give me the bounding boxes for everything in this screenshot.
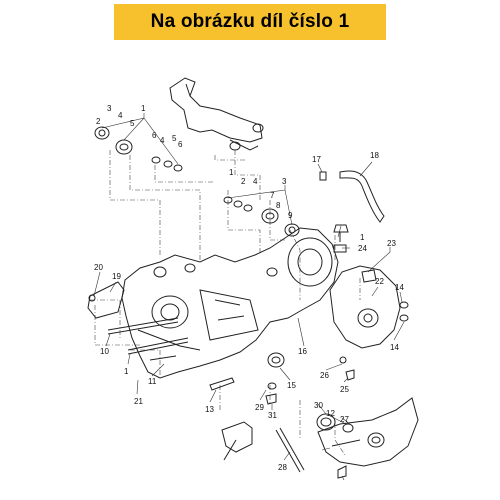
callout-label: 24 <box>358 244 367 253</box>
callout-label: 6 <box>178 140 183 149</box>
callout-label: 1 <box>360 233 365 242</box>
studs <box>107 317 189 355</box>
title-banner: Na obrázku díl číslo 1 <box>114 4 386 40</box>
callout-label: 14 <box>390 343 399 352</box>
callout-label: 4 <box>253 177 258 186</box>
callout-label: 31 <box>268 411 277 420</box>
callout-label: 6 <box>152 131 157 140</box>
bushings-left <box>94 126 183 172</box>
side-cover <box>329 265 409 349</box>
callout-label: 15 <box>287 381 296 390</box>
callout-label: 5 <box>130 119 135 128</box>
callout-label: 16 <box>298 347 307 356</box>
assembly-lines <box>90 150 361 456</box>
callout-label: 9 <box>288 211 293 220</box>
swing-arm-bracket <box>316 397 419 479</box>
leader-lines <box>93 113 405 481</box>
crankcase <box>121 227 339 379</box>
bolt-and-hose <box>319 170 385 283</box>
callout-label: 23 <box>387 239 396 248</box>
callout-label: 7 <box>270 191 275 200</box>
callout-label: 10 <box>100 347 109 356</box>
callout-label: 1 <box>141 104 146 113</box>
callout-label: 2 <box>96 117 101 126</box>
small-parts <box>209 352 355 473</box>
callout-label: 12 <box>326 409 335 418</box>
callout-label: 20 <box>94 263 103 272</box>
callout-label: 5 <box>172 134 177 143</box>
callout-label: 1 <box>124 367 129 376</box>
callout-label: 26 <box>320 371 329 380</box>
callout-numbers: 1 2 3 4 5 6 4 5 6 1 2 4 3 7 8 9 17 18 1 … <box>94 104 404 472</box>
frame-bracket <box>169 77 264 151</box>
callout-label: 4 <box>118 111 123 120</box>
callout-label: 19 <box>112 272 121 281</box>
callout-label: 30 <box>314 401 323 410</box>
callout-label: 2 <box>241 177 246 186</box>
callout-label: 11 <box>148 377 157 386</box>
callout-label: 17 <box>312 155 321 164</box>
gasket <box>87 281 125 319</box>
callout-label: 22 <box>375 277 384 286</box>
callout-label: 29 <box>255 403 264 412</box>
banner-text: Na obrázku díl číslo 1 <box>150 11 350 32</box>
callout-label: 3 <box>107 104 112 113</box>
callout-label: 18 <box>370 151 379 160</box>
callout-label: 25 <box>340 385 349 394</box>
callout-label: 1 <box>229 168 234 177</box>
callout-label: 21 <box>134 397 143 406</box>
callout-label: 27 <box>340 415 349 424</box>
callout-label: 14 <box>395 283 404 292</box>
callout-label: 8 <box>276 201 281 210</box>
callout-label: 3 <box>282 177 287 186</box>
callout-label: 13 <box>205 405 214 414</box>
callout-label: 28 <box>278 463 287 472</box>
callout-label: 4 <box>160 136 165 145</box>
